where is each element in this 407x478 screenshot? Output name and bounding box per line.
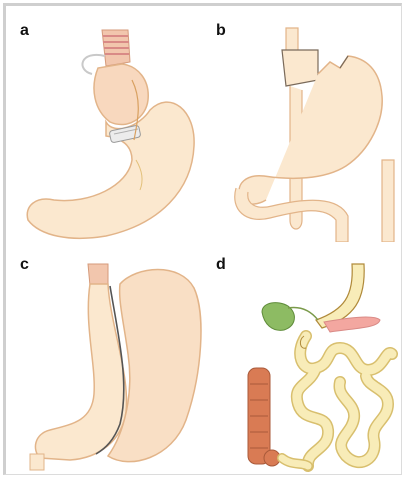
figure-frame: a b [3,3,402,475]
panel-c: c [10,244,206,476]
panel-b: b [206,10,402,242]
biliopancreatic-diversion-illustration [206,244,402,476]
small-intestine [282,336,392,466]
sleeve-gastrectomy-illustration [10,244,206,476]
gastric-bypass-illustration [206,10,402,242]
colon [248,368,280,466]
gastric-banding-illustration [10,10,206,242]
panel-a: a [10,10,206,242]
panel-d: d [206,244,402,476]
